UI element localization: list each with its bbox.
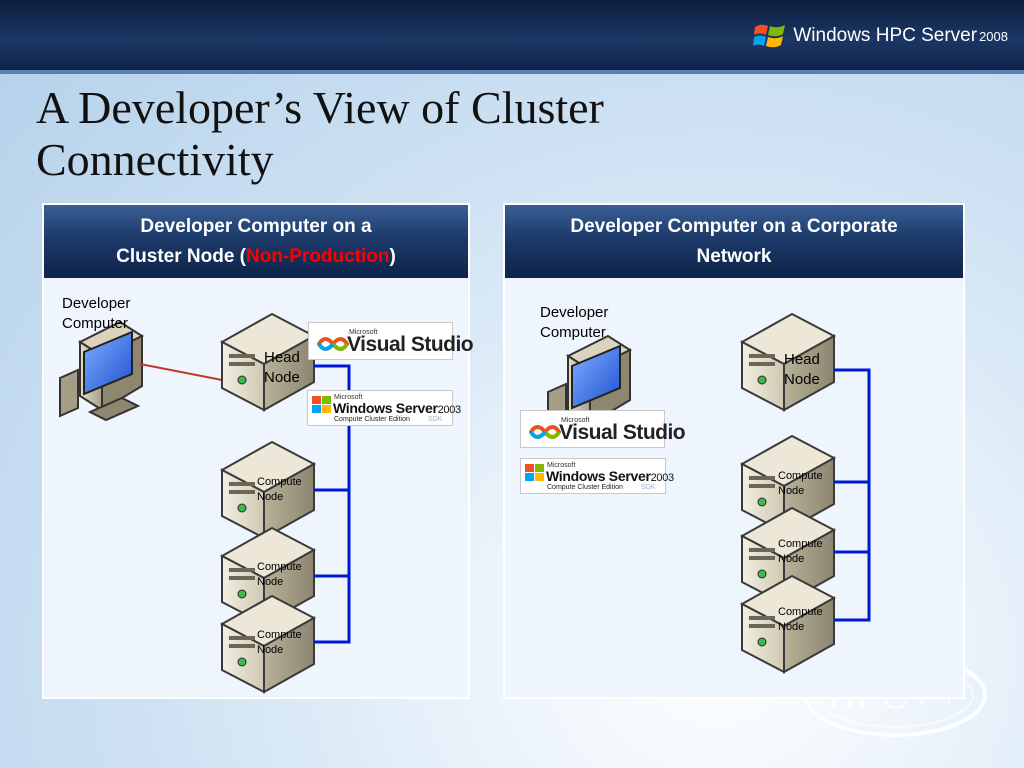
ws-sdk-text: SDK xyxy=(641,484,656,491)
slide-title: A Developer’s View of Cluster Connectivi… xyxy=(36,82,796,186)
right-panel: Developer Computer on a Corporate Networ… xyxy=(503,203,965,699)
right-heading-line-1: Developer Computer on a Corporate xyxy=(570,215,898,237)
ws-edition-text: Compute Cluster Edition xyxy=(334,416,410,423)
ws-sdk-text: SDK xyxy=(428,416,443,423)
title-line-2: Connectivity xyxy=(36,134,274,185)
right-compute-node-label: Compute Node xyxy=(778,606,823,633)
left-visual-studio-logo: Microsoft Visual Studio xyxy=(308,322,474,360)
right-compute-node-label: Compute Node xyxy=(778,470,823,497)
ws-product-text: Windows Server2003 xyxy=(333,400,461,416)
vs-microsoft-text: Microsoft xyxy=(349,329,378,336)
vs-product-text: Visual Studio xyxy=(347,333,474,356)
ws-microsoft-text: Microsoft xyxy=(547,462,576,469)
right-heading-line-2: Network xyxy=(696,245,772,267)
visual-studio-icon xyxy=(317,337,349,351)
left-compute-node-label: Compute Node xyxy=(257,561,302,588)
left-direct-link-line xyxy=(139,363,223,381)
left-windows-server-logo: Microsoft Windows Server2003 Compute Clu… xyxy=(307,390,461,426)
vs-microsoft-text: Microsoft xyxy=(561,417,590,424)
ws-product-text: Windows Server2003 xyxy=(546,468,674,484)
non-production-highlight: Non-Production xyxy=(246,245,390,267)
left-panel-heading: Developer Computer on a Cluster Node (No… xyxy=(44,205,468,278)
right-network-lines xyxy=(834,368,871,622)
left-heading-line-2: Cluster Node (Non-Production) xyxy=(44,242,468,272)
left-heading-prefix: Cluster Node ( xyxy=(116,245,246,267)
visual-studio-icon xyxy=(529,425,561,439)
ws-microsoft-text: Microsoft xyxy=(334,394,363,401)
left-compute-node-label: Compute Node xyxy=(257,476,302,503)
brand-word: Windows xyxy=(793,25,871,46)
windows-flag-icon xyxy=(312,396,331,413)
left-network-lines xyxy=(314,364,351,644)
brand-version: 2008 xyxy=(979,29,1008,44)
left-developer-computer-icon xyxy=(59,321,143,421)
title-line-1: A Developer’s View of Cluster xyxy=(36,82,604,133)
right-visual-studio-logo: Microsoft Visual Studio xyxy=(520,410,686,448)
windows-flag-icon xyxy=(525,464,544,481)
right-compute-node-label: Compute Node xyxy=(778,538,823,565)
vs-product-text: Visual Studio xyxy=(559,421,686,444)
windows-flag-icon xyxy=(753,24,786,48)
right-windows-server-logo: Microsoft Windows Server2003 Compute Clu… xyxy=(520,458,674,494)
left-head-node-label: Head Node xyxy=(264,349,300,386)
left-compute-node-label: Compute Node xyxy=(257,629,302,656)
brand-product: HPC Server xyxy=(875,25,978,46)
left-developer-label: Developer Computer xyxy=(62,295,131,332)
banner-accent-line xyxy=(0,70,1024,74)
ws-edition-text: Compute Cluster Edition xyxy=(547,484,623,491)
right-developer-label: Developer Computer xyxy=(540,304,609,341)
left-heading-suffix: ) xyxy=(389,245,396,267)
right-head-node-label: Head Node xyxy=(784,351,820,388)
left-heading-line-1: Developer Computer on a xyxy=(140,215,372,237)
right-panel-heading: Developer Computer on a Corporate Networ… xyxy=(505,205,963,278)
